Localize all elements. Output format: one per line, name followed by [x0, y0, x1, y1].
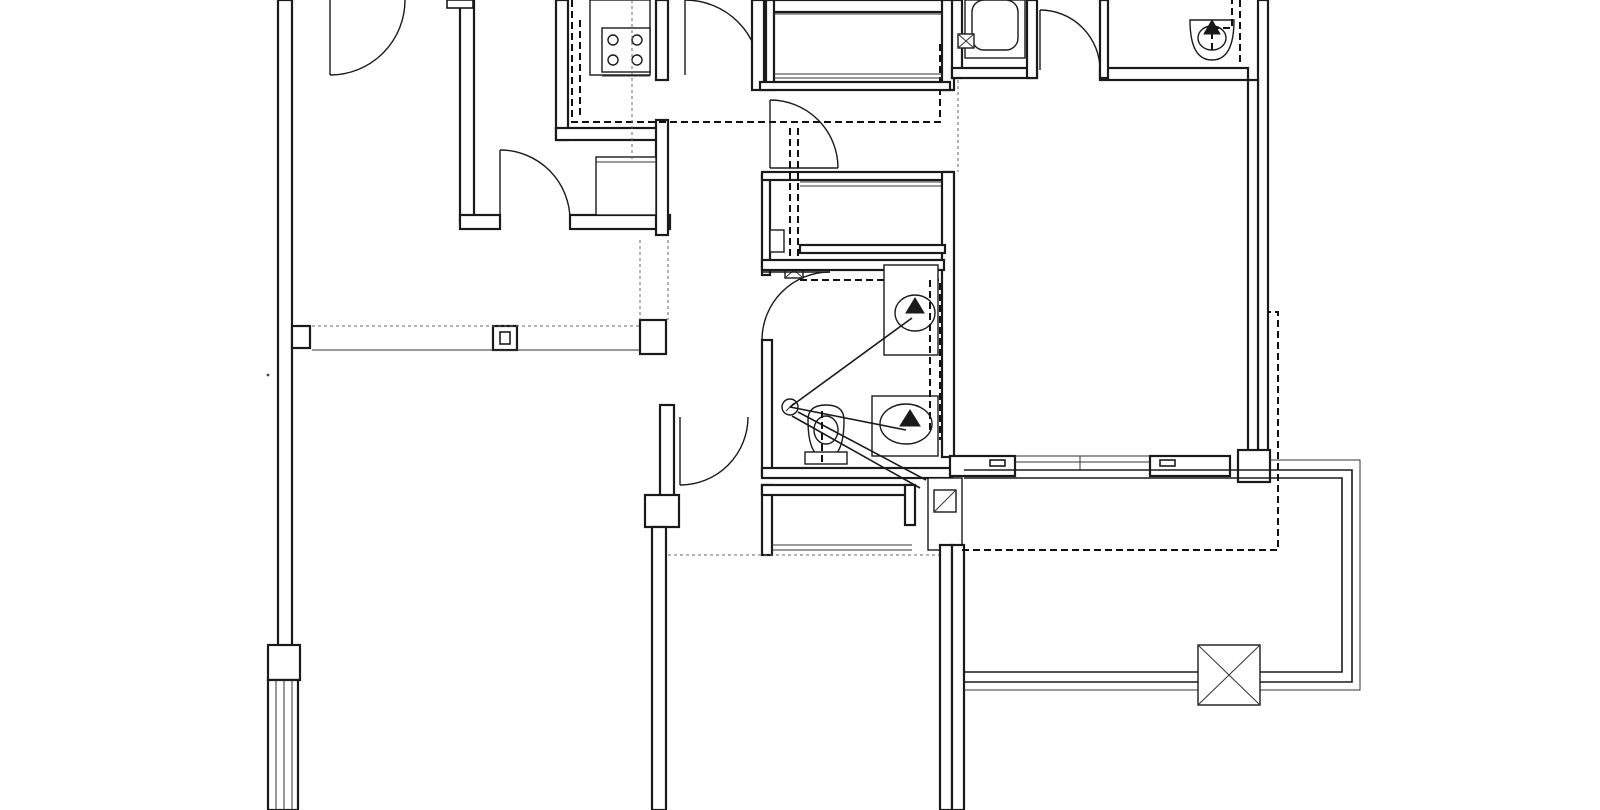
kitchen — [554, 0, 975, 237]
left-outer-wall — [276, 0, 294, 662]
middle-closets — [760, 170, 956, 459]
kitchen-left-wall — [554, 0, 570, 142]
cooktop-icon — [601, 27, 651, 77]
hall-door-swing — [769, 99, 839, 169]
closet-door-swing — [499, 149, 571, 221]
closet-top-wall — [764, 0, 950, 14]
entry-partition-wall — [458, 0, 476, 224]
wall-cabinet — [769, 229, 785, 253]
corridor-door-swing — [684, 0, 761, 76]
left-wall-pier — [266, 643, 302, 682]
lower-closets — [760, 477, 963, 557]
hall-pier — [643, 493, 681, 529]
hall-structure — [290, 240, 942, 810]
upper-bathroom — [950, 0, 1101, 80]
ventilation-shaft-icon — [1197, 644, 1261, 706]
drain-line — [797, 128, 941, 440]
balcony — [948, 311, 1361, 706]
floor-drain-icon — [957, 33, 975, 49]
bedroom-walls — [938, 80, 966, 810]
entry-area — [329, 0, 672, 231]
left-window-frame — [266, 678, 300, 810]
right-corner-pier — [1236, 448, 1272, 484]
top-closets — [758, 0, 956, 92]
bathroom-door-swing — [761, 271, 831, 341]
entry-door-swing — [329, 0, 406, 76]
bathtub-icon — [964, 0, 1026, 59]
top-right-wc — [1098, 0, 1250, 82]
corridor — [684, 0, 839, 169]
kitchen-appliance — [595, 156, 657, 216]
main-bathroom — [760, 258, 954, 489]
right-outer-wall — [1256, 0, 1270, 467]
balcony-service-line — [962, 311, 1279, 551]
kitchen-right-wall — [654, 0, 670, 82]
right-inner-wall — [1246, 78, 1260, 467]
upper-bath-door-swing — [1039, 9, 1101, 71]
living-door-swing — [679, 416, 749, 486]
ventilation-shaft-icon — [927, 477, 963, 551]
